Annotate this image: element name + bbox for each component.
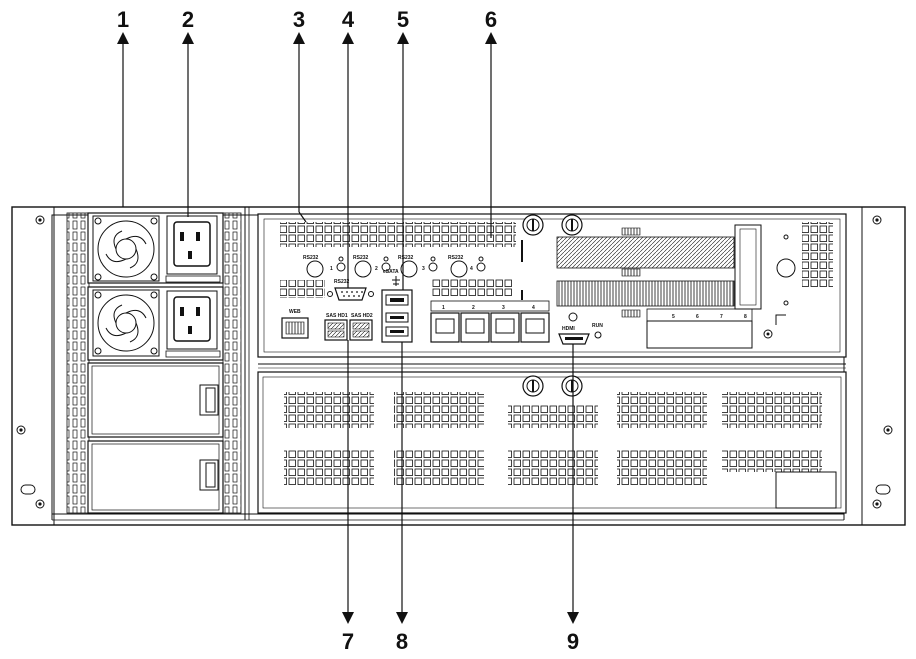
svg-text:2: 2 xyxy=(472,305,475,311)
web-port: WEB xyxy=(281,309,309,339)
left-vent-column xyxy=(66,212,90,514)
center-vent-column xyxy=(222,212,242,514)
svg-text:4: 4 xyxy=(470,266,473,272)
lan-port-4 xyxy=(520,312,550,343)
empty-psu-bay-1 xyxy=(87,362,224,438)
lan-port-3 xyxy=(490,312,520,343)
rs232-label-4: RS232 xyxy=(448,255,464,261)
io-vent-right xyxy=(802,222,833,288)
callout-2: 2 xyxy=(182,7,194,32)
thumbscrew-lower-right xyxy=(561,375,583,397)
lan-port-1 xyxy=(430,312,460,343)
svg-text:6: 6 xyxy=(696,314,699,320)
callout-5: 5 xyxy=(397,7,409,32)
empty-psu-bay-2 xyxy=(87,440,224,514)
lower-module xyxy=(257,371,847,514)
pcie-slot-1 xyxy=(556,236,735,269)
callout-8: 8 xyxy=(396,629,408,654)
rs232-port-4: RS232 4 xyxy=(448,255,486,278)
lower-vent-2 xyxy=(394,392,484,428)
io-vent-left xyxy=(280,280,325,298)
thumbscrew-io-left xyxy=(522,214,544,236)
hdmi-label: HDMI xyxy=(562,326,575,332)
sas-hd1-label: SAS HD1 xyxy=(326,313,348,319)
lower-vent-8 xyxy=(508,450,598,486)
right-rack-ear xyxy=(861,206,906,526)
io-vent-mid xyxy=(432,279,512,297)
thumbscrew-lower-left xyxy=(522,375,544,397)
thumbscrew-io-right xyxy=(561,214,583,236)
callout-leaders xyxy=(117,32,579,624)
callout-7: 7 xyxy=(342,629,354,654)
rs232-db9-label: RS232 xyxy=(334,279,350,285)
svg-text:8: 8 xyxy=(744,314,747,320)
label-plate xyxy=(775,471,837,509)
svg-text:5: 5 xyxy=(672,314,675,320)
svg-text:4: 4 xyxy=(532,305,535,311)
lower-vent-1 xyxy=(284,392,374,428)
rs232-label-3: RS232 xyxy=(398,255,414,261)
lower-vent-10 xyxy=(722,450,822,472)
esata-usb-ports: eSATA xyxy=(381,269,413,343)
riser-bracket xyxy=(734,224,762,310)
lan-ports-1-4: 1 2 3 4 xyxy=(430,300,550,343)
run-led: RUN xyxy=(592,323,603,339)
web-label: WEB xyxy=(289,309,301,315)
lan-ports-5-8-labels: 5 6 7 8 xyxy=(646,308,753,349)
io-module: RS232 1 RS232 2 RS232 3 RS232 4 RS232 xyxy=(257,213,847,369)
lower-vent-9 xyxy=(617,450,707,486)
callout-9: 9 xyxy=(567,629,579,654)
callout-4: 4 xyxy=(342,7,355,32)
svg-text:2: 2 xyxy=(375,266,378,272)
run-label: RUN xyxy=(592,323,603,329)
svg-text:7: 7 xyxy=(720,314,723,320)
rs232-label-1: RS232 xyxy=(303,255,319,261)
lower-vent-3 xyxy=(508,404,598,428)
svg-text:1: 1 xyxy=(330,266,333,272)
rs232-port-1: RS232 1 xyxy=(303,255,346,278)
callout-3: 3 xyxy=(293,7,305,32)
lower-vent-7 xyxy=(394,450,484,486)
rs232-port-3: RS232 3 xyxy=(398,255,438,278)
esata-label: eSATA xyxy=(383,269,399,275)
power-supply-2 xyxy=(87,286,224,361)
rs232-port-2: RS232 2 xyxy=(353,255,391,278)
lan-port-2 xyxy=(460,312,490,343)
left-rack-ear xyxy=(11,206,55,526)
sas-hd2-label: SAS HD2 xyxy=(351,313,373,319)
hdmi-port: HDMI xyxy=(558,312,590,345)
callout-6: 6 xyxy=(485,7,497,32)
callout-1: 1 xyxy=(117,7,129,32)
svg-text:3: 3 xyxy=(502,305,505,311)
lower-vent-6 xyxy=(284,450,374,486)
lower-vent-5 xyxy=(722,392,822,428)
power-supply-1 xyxy=(87,212,224,284)
io-vent-top xyxy=(280,222,516,247)
lower-vent-4 xyxy=(617,392,707,428)
rs232-label-2: RS232 xyxy=(353,255,369,261)
rs232-db9-port: RS232 xyxy=(327,279,374,301)
sas-hd-ports: SAS HD1 SAS HD2 xyxy=(324,313,373,341)
svg-text:1: 1 xyxy=(442,305,445,311)
pcie-slot-2 xyxy=(556,280,735,307)
svg-text:3: 3 xyxy=(422,266,425,272)
